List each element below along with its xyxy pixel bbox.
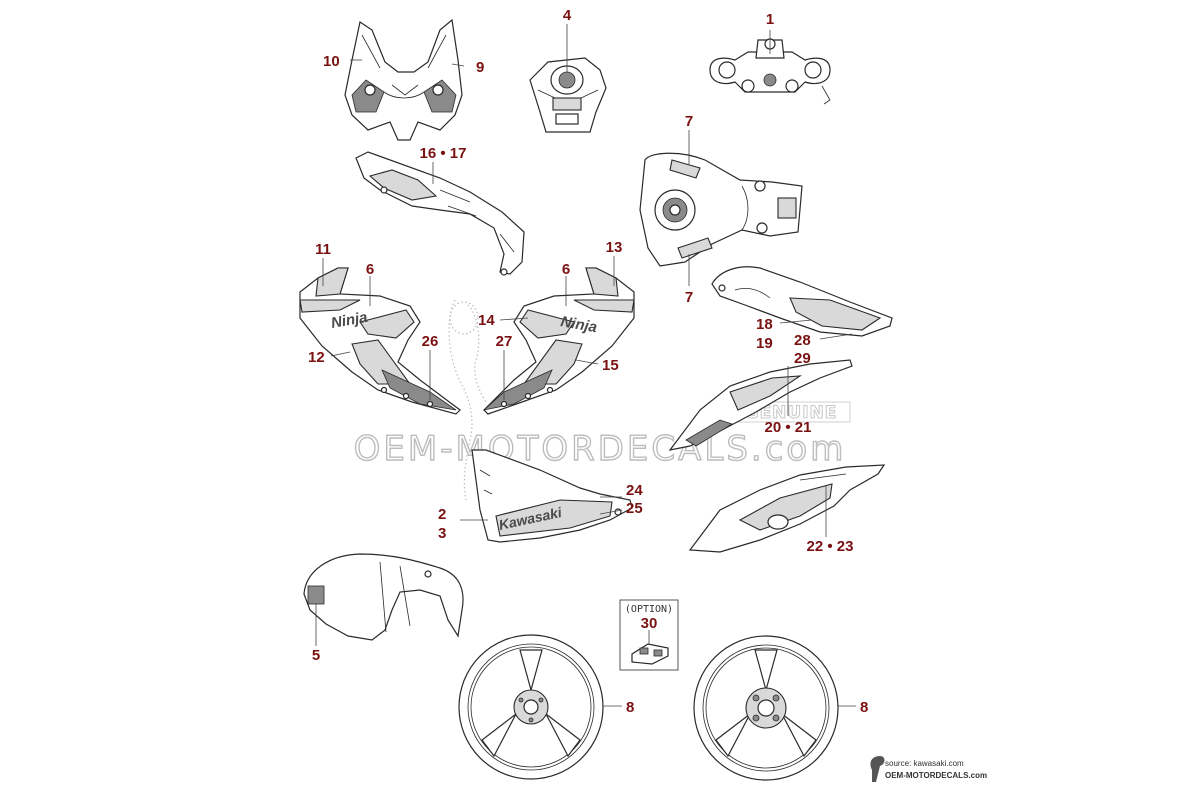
callout-11: 11	[315, 241, 331, 258]
callout-19: 19	[756, 335, 773, 352]
wheel-rear	[693, 635, 839, 781]
right-side-fairing: Ninja	[482, 267, 635, 415]
left-side-fairing: Ninja	[299, 267, 461, 415]
rear-seat-cowl	[688, 464, 886, 553]
callout-28: 28	[794, 332, 811, 349]
leader-lines	[315, 24, 856, 707]
option-label: (OPTION)	[625, 604, 673, 615]
wheel-front	[458, 634, 604, 780]
ninja-decal-right: Ninja	[559, 313, 598, 336]
callout-25: 25	[626, 500, 643, 517]
watermark-silhouette	[448, 299, 473, 501]
fuel-tank	[639, 152, 803, 267]
callout-1: 1	[766, 11, 774, 28]
credit-logo-icon	[870, 756, 885, 782]
front-fender	[303, 553, 464, 641]
watermark: OEM-MOTORDECALS.com GENUINE	[353, 299, 851, 501]
watermark-badge: GENUINE	[745, 403, 838, 423]
callout-8-right: 8	[860, 699, 868, 716]
callout-29: 29	[794, 350, 811, 367]
top-triple-clamp	[709, 38, 831, 105]
watermark-text: OEM-MOTORDECALS.com	[354, 429, 847, 469]
callout-3: 3	[438, 525, 446, 542]
callout-22-23: 22 • 23	[807, 538, 854, 555]
callout-18: 18	[756, 316, 773, 333]
inner-fairing	[355, 151, 525, 276]
callout-7-bottom: 7	[685, 289, 693, 306]
callout-4: 4	[563, 7, 572, 24]
callout-16-17: 16 • 17	[420, 145, 467, 162]
seat-cowl-side	[711, 266, 893, 337]
callout-26: 26	[422, 333, 439, 350]
callout-9: 9	[476, 59, 484, 76]
credit-site: OEM-MOTORDECALS.com	[885, 771, 987, 780]
callout-12: 12	[308, 349, 325, 366]
lower-fairing: Kawasaki	[471, 449, 633, 543]
callout-20-21: 20 • 21	[765, 419, 812, 436]
callout-8-left: 8	[626, 699, 634, 716]
credit-source: source: kawasaki.com	[885, 759, 964, 768]
callout-6-right: 6	[562, 261, 570, 278]
callout-13: 13	[606, 239, 623, 256]
source-credit: source: kawasaki.com OEM-MOTORDECALS.com	[870, 756, 987, 782]
callout-24: 24	[626, 482, 643, 499]
callout-6-left: 6	[366, 261, 374, 278]
callout-labels: 1 4 10 9 16 • 17 7 7 11 6 12 26 27 6 13 …	[308, 7, 868, 716]
ninja-decal-left: Ninja	[330, 309, 369, 332]
front-cowl	[344, 18, 463, 141]
option-box: (OPTION)	[619, 599, 679, 671]
callout-30: 30	[641, 615, 658, 632]
callout-7-top: 7	[685, 113, 693, 130]
callout-14: 14	[478, 312, 495, 329]
callout-10: 10	[323, 53, 340, 70]
callout-15: 15	[602, 357, 619, 374]
callout-2: 2	[438, 506, 446, 523]
callout-27: 27	[496, 333, 513, 350]
tail-cowl	[668, 359, 853, 451]
meter-cover	[529, 57, 607, 133]
callout-5: 5	[312, 647, 320, 664]
